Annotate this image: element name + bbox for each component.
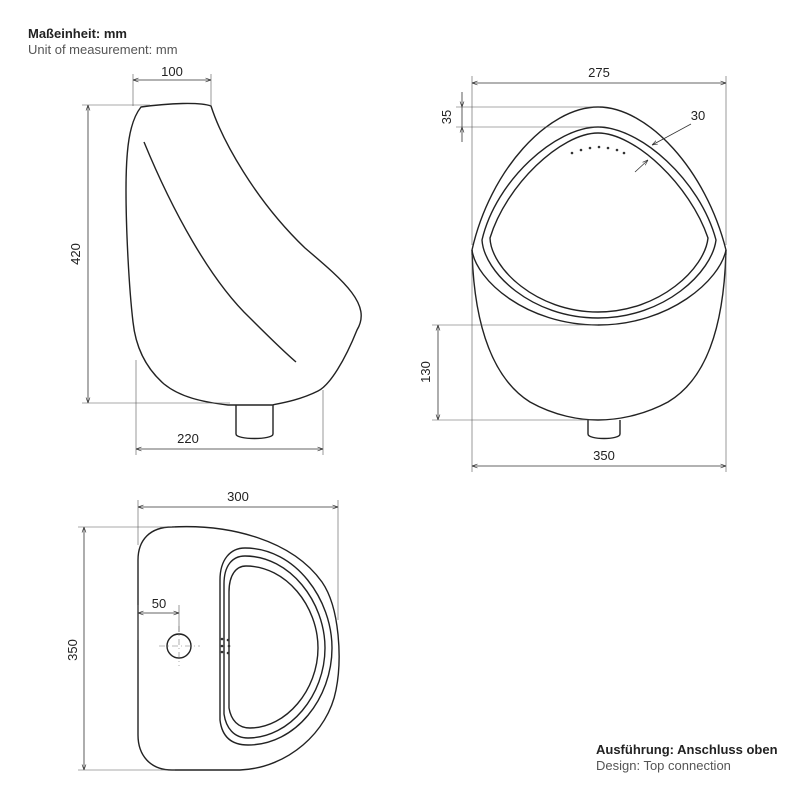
dim-front-rim-width: 30 (691, 108, 705, 123)
side-view-bowl-curve (143, 141, 297, 363)
top-view-bowl-inner (228, 565, 319, 729)
front-view-bowl-inner (489, 132, 709, 313)
top-view-body-outline (137, 525, 340, 771)
dim-front-top-width: 275 (588, 65, 610, 80)
measurement-unit-note: Maßeinheit: mm Unit of measurement: mm (28, 26, 178, 58)
dim-front-width: 350 (593, 448, 615, 463)
dim-top-inlet: 50 (152, 596, 166, 611)
dim-top-width: 350 (65, 639, 80, 661)
front-view-rim-inner (481, 126, 717, 319)
front-view: 275 35 30 130 350 (418, 65, 727, 472)
design-label-en: Design: Top connection (596, 758, 731, 773)
dim-side-depth: 220 (177, 431, 199, 446)
top-view-rim-inner (223, 555, 326, 739)
side-view-body-outline (125, 102, 362, 406)
design-label-de: Ausführung: Anschluss oben (596, 742, 778, 757)
side-view: 100 420 220 (68, 64, 362, 455)
top-view: 50 300 350 (65, 489, 340, 771)
top-view-rim-outer (219, 547, 333, 746)
design-note: Ausführung: Anschluss oben Design: Top c… (596, 742, 778, 774)
dim-side-height: 420 (68, 243, 83, 265)
side-view-outlet (235, 405, 274, 440)
unit-label-de: Maßeinheit: mm (28, 26, 127, 41)
dim-front-lower-height: 130 (418, 361, 433, 383)
dim-side-top-width: 100 (161, 64, 183, 79)
dim-top-depth: 300 (227, 489, 249, 504)
front-view-body-outline (471, 249, 727, 421)
unit-label-en: Unit of measurement: mm (28, 42, 178, 57)
front-view-rim-outer (471, 106, 727, 326)
dim-front-rim-height: 35 (439, 110, 454, 124)
top-view-flush-holes (220, 637, 231, 655)
front-view-flush-holes (570, 145, 626, 155)
front-view-outlet (587, 420, 621, 440)
